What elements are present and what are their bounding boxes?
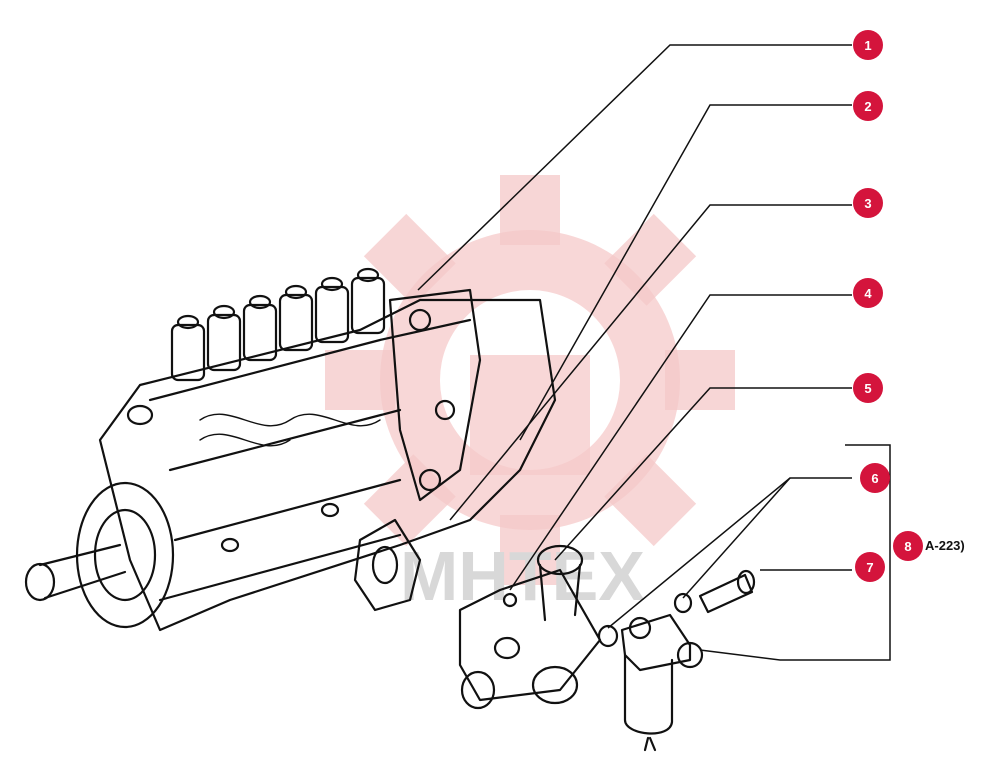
callout-number: 7: [866, 560, 873, 575]
callout-number: 3: [864, 196, 871, 211]
callout-number: 6: [871, 471, 878, 486]
leader-lines: [417, 44, 891, 661]
watermark-text: MHTEX: [400, 537, 645, 615]
callout-4[interactable]: 4: [853, 278, 883, 308]
callout-5[interactable]: 5: [853, 373, 883, 403]
gear-logo-icon: [325, 175, 735, 585]
callout-number: 5: [864, 381, 871, 396]
callout-6[interactable]: 6: [860, 463, 890, 493]
fuel-filter-drawing: [597, 569, 756, 752]
callout-number: 4: [864, 286, 872, 301]
callout-8[interactable]: 8: [893, 531, 923, 561]
callout-number: 1: [864, 38, 871, 53]
callout-1[interactable]: 1: [853, 30, 883, 60]
side-note: A-223): [925, 538, 965, 553]
delivery-valves: [170, 267, 386, 382]
callout-number: 2: [864, 99, 871, 114]
callout-3[interactable]: 3: [853, 188, 883, 218]
feed-pump-drawing: [353, 518, 602, 710]
callout-number: 8: [904, 539, 911, 554]
callout-2[interactable]: 2: [853, 91, 883, 121]
callout-7[interactable]: 7: [855, 552, 885, 582]
